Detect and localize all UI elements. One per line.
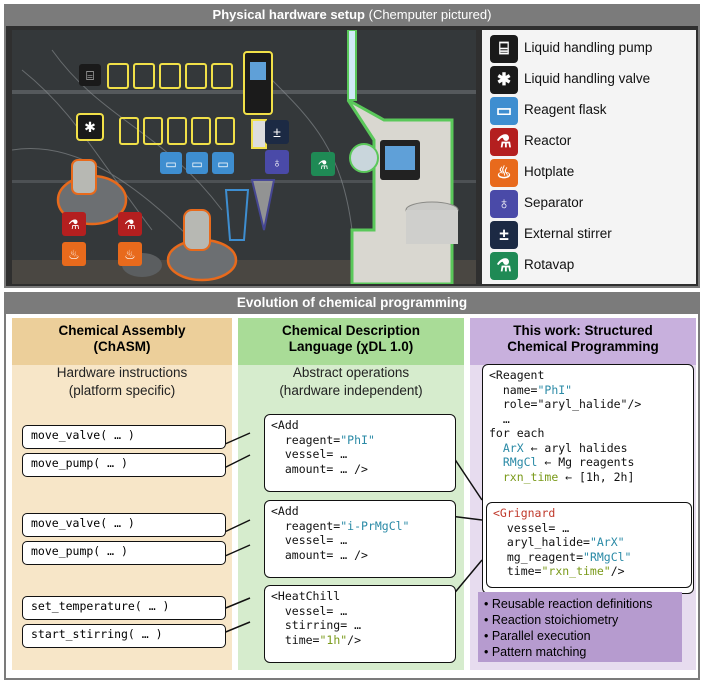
legend-item: ⚗ Reactor: [490, 128, 694, 156]
chemputer-photo-illustration: ⌸ ✱ ▭ ▭ ▭ ± ♁ ⚗: [12, 30, 476, 284]
legend-label: Reactor: [524, 133, 572, 148]
hardware-panel-title: Physical hardware setup (Chemputer pictu…: [4, 4, 700, 26]
stirrer-icon: ±: [490, 221, 518, 249]
svg-text:▭: ▭: [217, 157, 228, 171]
legend-label: Reagent flask: [524, 102, 607, 117]
legend-item: ⌸ Liquid handling pump: [490, 35, 694, 63]
chasm-instruction: move_valve( … ): [22, 513, 226, 537]
rotavap-icon: ⚗: [490, 252, 518, 280]
svg-text:⚗: ⚗: [124, 217, 136, 232]
legend-label: Separator: [524, 195, 584, 210]
feature-item: • Reaction stoichiometry: [484, 613, 619, 627]
features-list: • Reusable reaction definitions • Reacti…: [478, 592, 682, 662]
flask-icon: ⚗: [490, 128, 518, 156]
xdl-heatchill-block: <HeatChill vessel= … stirring= … time="1…: [264, 585, 456, 663]
grignard-block: <Grignard vessel= … aryl_halide="ArX" mg…: [486, 502, 692, 588]
feature-item: • Pattern matching: [484, 645, 587, 659]
legend-item: ✱ Liquid handling valve: [490, 66, 694, 94]
svg-text:♁: ♁: [272, 155, 282, 170]
legend-item: ♨ Hotplate: [490, 159, 694, 187]
svg-text:⌸: ⌸: [86, 68, 94, 83]
legend-item: ± External stirrer: [490, 221, 694, 249]
legend-item: ▭ Reagent flask: [490, 97, 694, 125]
feature-item: • Reusable reaction definitions: [484, 597, 653, 611]
valve-icon: ✱: [490, 66, 518, 94]
legend-item: ⚗ Rotavap: [490, 252, 694, 280]
xdl-subtitle: Abstract operations(hardware independent…: [279, 365, 423, 398]
svg-text:▭: ▭: [165, 157, 176, 171]
chemputer-photo: ⌸ ✱ ▭ ▭ ▭ ± ♁ ⚗: [12, 30, 476, 284]
beaker-icon: ▭: [490, 97, 518, 125]
feature-item: • Parallel execution: [484, 629, 591, 643]
svg-text:⚗: ⚗: [318, 158, 329, 172]
svg-text:♨: ♨: [124, 247, 136, 262]
svg-text:±: ±: [273, 124, 281, 140]
legend-label: Rotavap: [524, 257, 575, 272]
flame-icon: ♨: [490, 159, 518, 187]
svg-text:▭: ▭: [191, 157, 202, 171]
svg-text:✱: ✱: [84, 119, 96, 135]
svg-text:⚗: ⚗: [68, 217, 80, 232]
legend-item: ♁ Separator: [490, 190, 694, 218]
xdl-add-block: <Add reagent="i-PrMgCl" vessel= … amount…: [264, 500, 456, 578]
legend-label: Hotplate: [524, 164, 575, 179]
legend-label: Liquid handling pump: [524, 40, 653, 55]
xdl-add-block: <Add reagent="PhI" vessel= … amount= … /…: [264, 414, 456, 492]
chasm-instruction: set_temperature( … ): [22, 596, 226, 620]
chasm-instruction: move_pump( … ): [22, 453, 226, 477]
chasm-subtitle: Hardware instructions(platform specific): [56, 365, 188, 398]
chasm-heading: Chemical Assembly(ChASM): [12, 318, 232, 365]
svg-text:♨: ♨: [68, 247, 80, 262]
chasm-instruction: start_stirring( … ): [22, 624, 226, 648]
separator-icon: ♁: [490, 190, 518, 218]
programming-panel-title: Evolution of chemical programming: [4, 292, 700, 314]
legend-label: Liquid handling valve: [524, 71, 651, 86]
chasm-instruction: move_valve( … ): [22, 425, 226, 449]
syringe-icon: ⌸: [490, 35, 518, 63]
syringe-icon: [79, 64, 101, 86]
legend-label: External stirrer: [524, 226, 612, 241]
chasm-instruction: move_pump( … ): [22, 541, 226, 565]
